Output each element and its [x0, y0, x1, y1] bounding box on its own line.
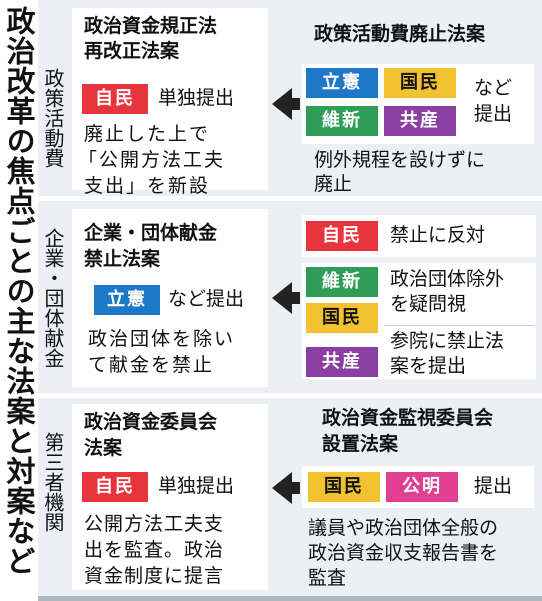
right-body-1b: 廃止 — [314, 173, 353, 195]
right-heading-3b: 設置法案 — [322, 433, 399, 455]
right-body-3a: 議員や政治団体全般の — [308, 517, 499, 539]
left-heading-2a: 企業・団体献金 — [84, 222, 218, 244]
party-badge-ishin: 維新 — [306, 106, 378, 136]
arrow-left-icon — [272, 472, 300, 504]
row-note-3a: 参院に禁止法 — [390, 330, 505, 352]
party-row-2-3: 維新 国民 政治団体除外 を疑問視 共産 参院に禁止法 案を提出 — [302, 263, 536, 379]
page-title: 政治改革の焦点ごとの主な法案と対案など — [2, 6, 36, 576]
right-heading-1: 政策活動費廃止法案 — [314, 23, 486, 45]
category-label-2: 企業・団体献金 — [41, 227, 65, 368]
badge-note-2b: 提出 — [474, 103, 513, 125]
party-badge-kokumin: 国民 — [306, 303, 378, 333]
row-divider — [384, 325, 534, 326]
right-card-3: 政治資金監視委員会 設置法案 国民 公明 提出 議員や政治団体全般の 政治資金収… — [300, 404, 536, 590]
party-badge-rikken: 立憲 — [306, 68, 378, 98]
right-body-box-3: 議員や政治団体全般の 政治資金収支報告書を 監査 — [302, 512, 534, 590]
left-card-1: 政治資金規正法 再改正法案 自民 単独提出 廃止した上で 「公開方法工夫 支出」… — [72, 8, 268, 197]
left-body-1b: 「公開方法工夫 — [78, 149, 226, 171]
right-heading-3a: 政治資金監視委員会 — [322, 407, 494, 429]
left-heading-2b: 禁止法案 — [84, 248, 161, 270]
party-badge-kokumin: 国民 — [308, 472, 380, 502]
right-body-3c: 監査 — [308, 567, 347, 589]
left-body-2b: て献金を禁止 — [88, 354, 215, 376]
bottom-rule — [38, 596, 542, 601]
left-body-1c: 支出」を新設 — [84, 175, 211, 197]
badge-note-5: 提出 — [474, 475, 513, 497]
category-label-3: 第三者機関 — [41, 432, 65, 532]
row-note-2b: を疑問視 — [390, 293, 467, 315]
party-badge-kyosan: 共産 — [384, 106, 456, 136]
party-badge-jimin: 自民 — [306, 221, 378, 251]
badge-note-1: 単独提出 — [158, 87, 235, 109]
right-card-1: 政策活動費廃止法案 立憲 国民 維新 共産 など 提出 例外規程を設けずに 廃止 — [300, 8, 536, 195]
left-card-2: 企業・団体献金 禁止法案 立憲 など提出 政治団体を除い て献金を禁止 — [72, 209, 268, 387]
party-badge-jimin: 自民 — [82, 472, 148, 502]
left-heading-3b: 法案 — [84, 437, 123, 459]
left-body-3b: 出を監査。政治 — [84, 539, 225, 561]
right-body-3b: 政治資金収支報告書を — [308, 542, 499, 564]
party-group-1: 立憲 国民 維新 共産 など 提出 — [302, 64, 534, 144]
badge-note-2a: など — [474, 77, 513, 99]
party-badge-jimin: 自民 — [82, 84, 148, 114]
right-body-box-1: 例外規程を設けずに 廃止 — [302, 146, 534, 195]
left-heading-1b: 再改正法案 — [84, 40, 180, 62]
left-heading-3a: 政治資金委員会 — [84, 411, 218, 433]
party-group-3: 国民 公明 提出 — [302, 466, 534, 508]
row-note-3b: 案を提出 — [390, 355, 467, 377]
party-row-1: 自民 禁止に反対 — [302, 215, 536, 257]
left-body-2a: 政治団体を除い — [88, 328, 236, 350]
party-badge-kyosan: 共産 — [306, 347, 378, 377]
badge-note-4: 単独提出 — [158, 475, 235, 497]
party-badge-kokumin: 国民 — [384, 68, 456, 98]
right-body-1a: 例外規程を設けずに — [314, 149, 486, 171]
party-badge-rikken: 立憲 — [94, 285, 160, 315]
left-body-3c: 資金制度に提言 — [84, 565, 225, 587]
row-note-2a: 政治団体除外 — [390, 268, 505, 290]
arrow-left-icon — [272, 88, 300, 120]
badge-note-3: など提出 — [168, 288, 245, 310]
left-card-3: 政治資金委員会 法案 自民 単独提出 公開方法工夫支 出を監査。政治 資金制度に… — [72, 404, 268, 590]
left-heading-1a: 政治資金規正法 — [84, 15, 218, 37]
left-body-3a: 公開方法工夫支 — [84, 513, 225, 535]
party-badge-ishin: 維新 — [306, 267, 378, 297]
category-label-1: 政策活動費 — [41, 68, 65, 168]
left-body-1a: 廃止した上で — [84, 123, 211, 145]
party-badge-komei: 公明 — [386, 472, 458, 502]
row-note-1: 禁止に反対 — [390, 224, 486, 246]
arrow-left-icon — [272, 282, 300, 314]
